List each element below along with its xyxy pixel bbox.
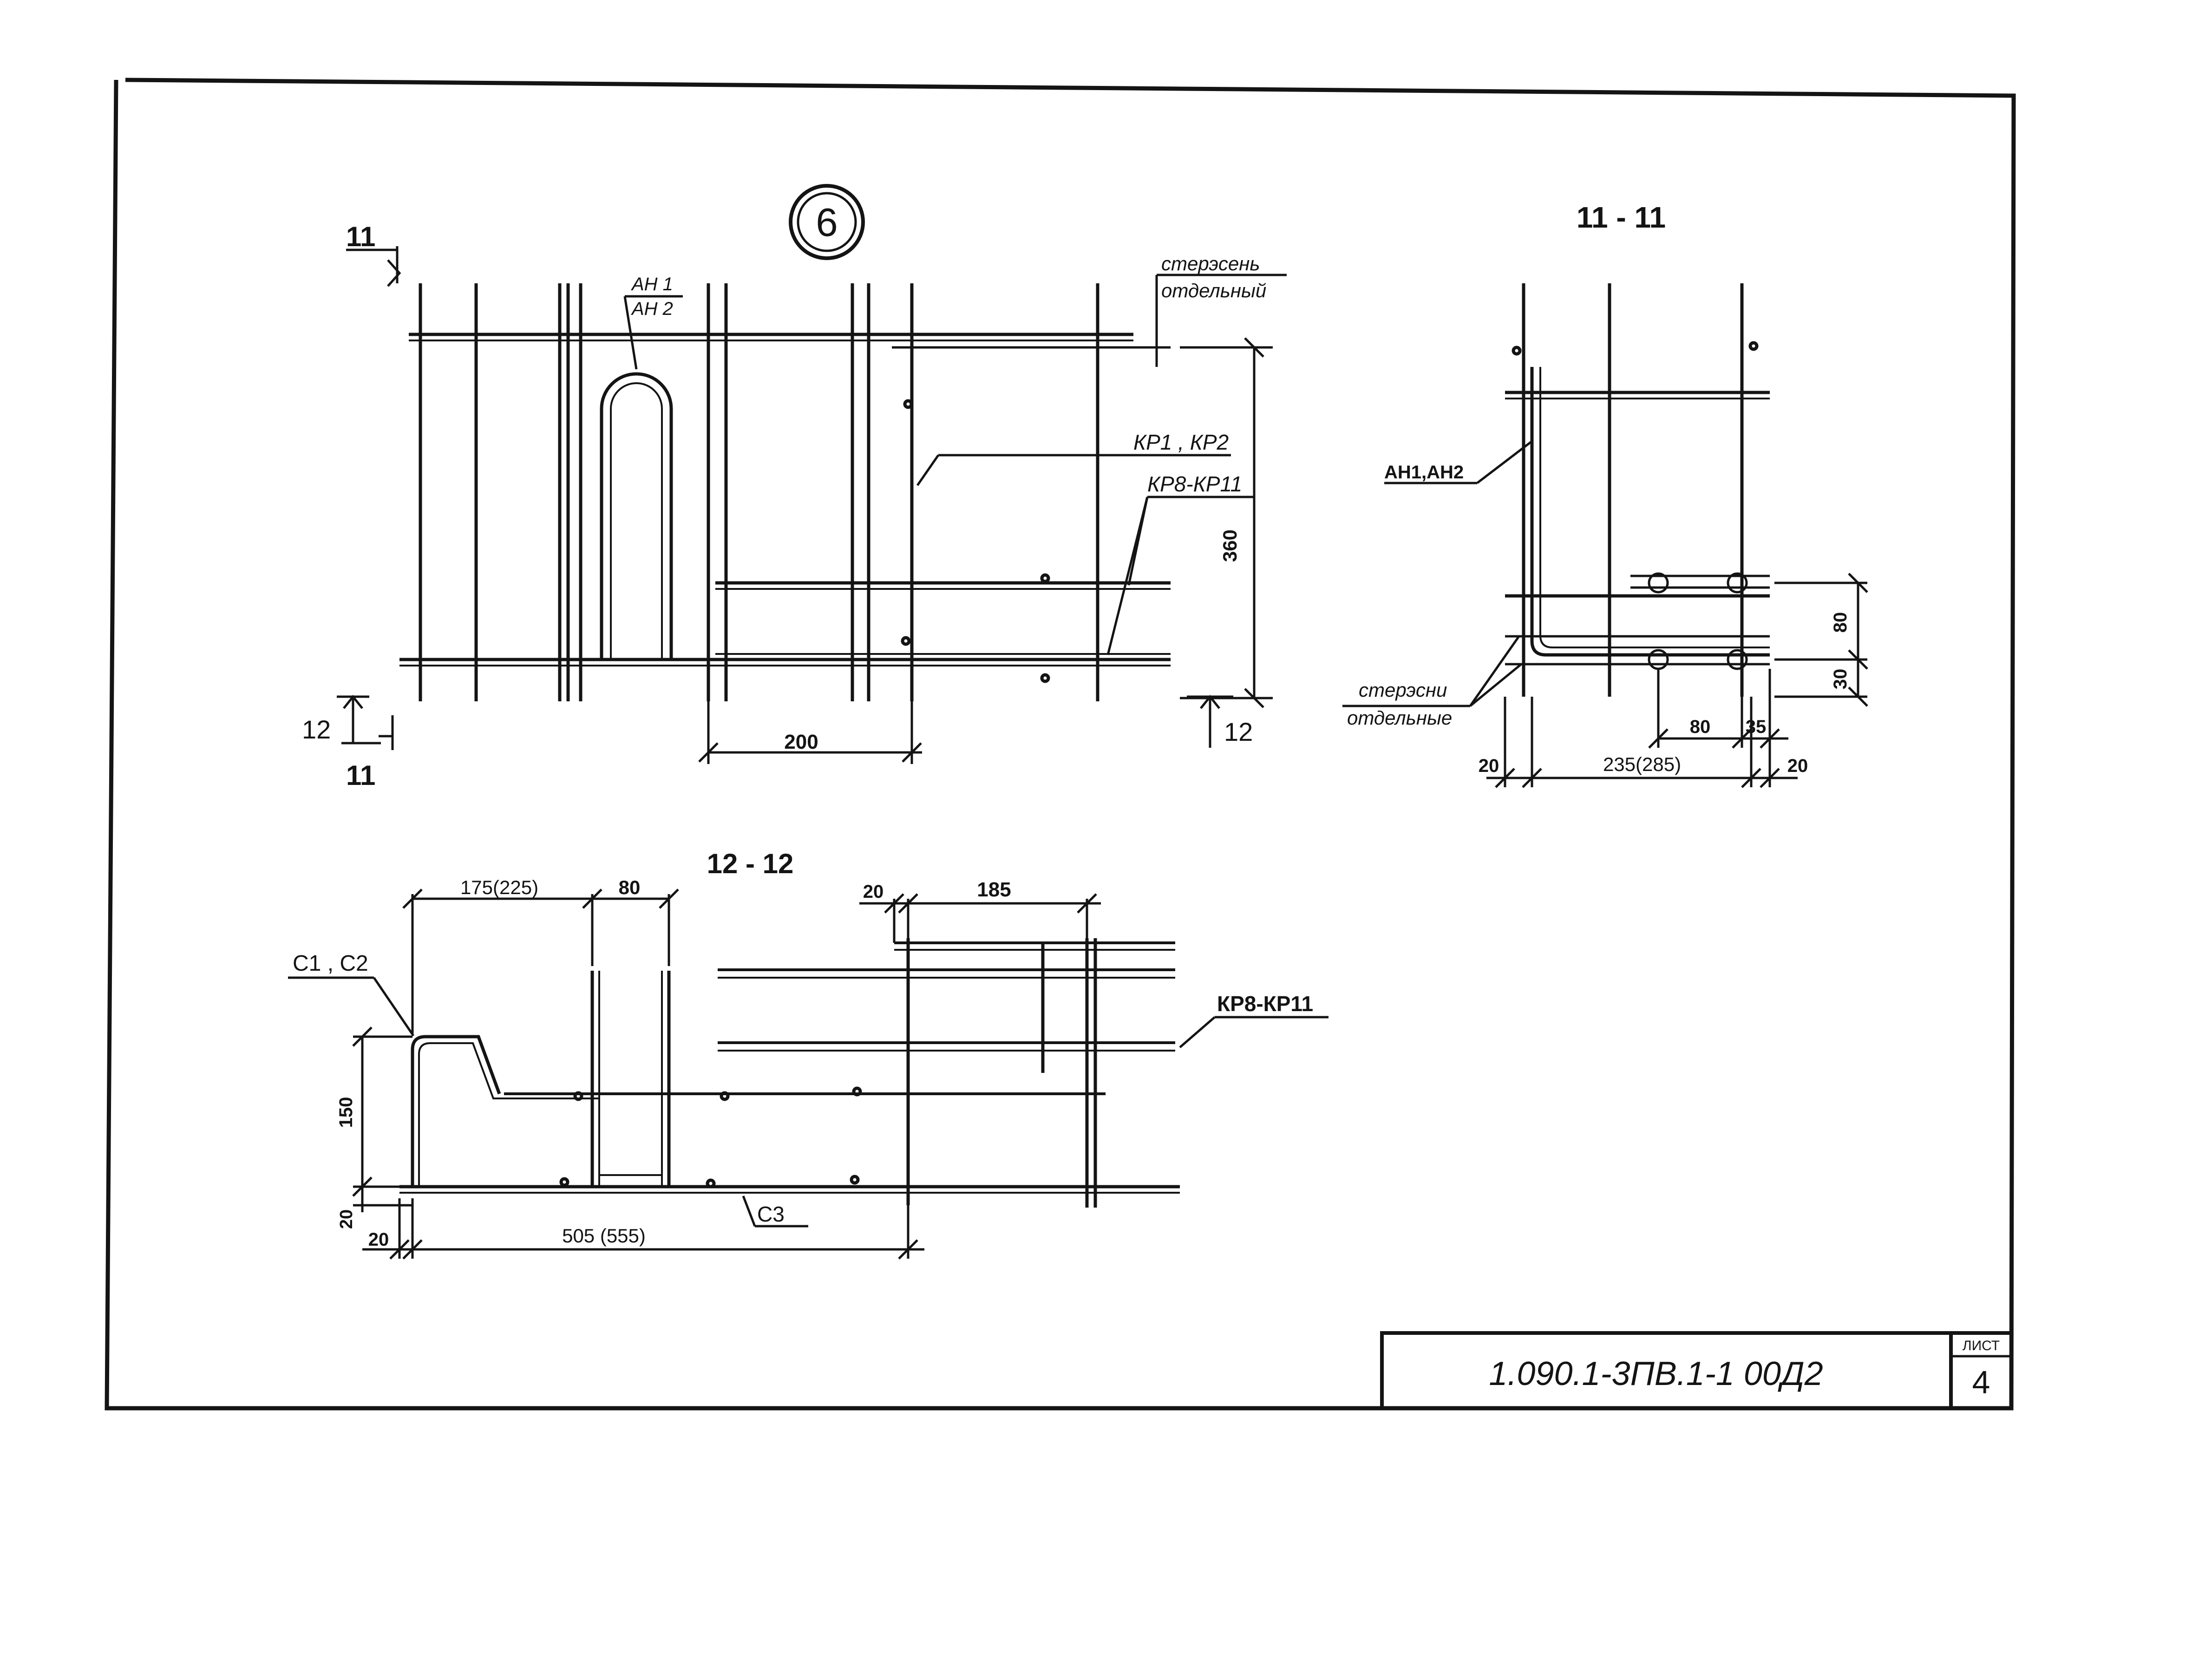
label-otdelny: отдельный	[1161, 280, 1266, 301]
label-sterzhni: стерэсни	[1359, 679, 1447, 701]
dim-185: 185	[977, 878, 1011, 901]
cut-12-right: 12	[1224, 717, 1253, 746]
label-ah2: AH 2	[631, 299, 673, 319]
cut-11-top: 11	[346, 221, 375, 252]
label-sterzhen: стерэсень	[1161, 253, 1260, 274]
dim-80-horizontal: 80	[1690, 717, 1711, 737]
dim-235-285: 235(285)	[1603, 753, 1681, 775]
drawing-code: 1.090.1-3ПВ.1-1 00Д2	[1489, 1355, 1823, 1392]
cut-12-left: 12	[302, 715, 331, 744]
view-b-labels: 6 AH 1 AH 2 стерэсень отдельный КР1 , КР…	[302, 201, 1266, 791]
dim-30: 30	[1830, 669, 1851, 690]
dim-20-vertical: 20	[337, 1209, 356, 1229]
section-12-annotations	[288, 889, 1329, 1260]
section-11-labels: 11 - 11 АН1,АН2 стерэсни отдельные 80 30…	[1347, 201, 1851, 776]
cut-11-bottom: 11	[346, 760, 375, 791]
dim-20-right: 20	[1787, 756, 1808, 776]
dim-20-left: 20	[1479, 756, 1499, 776]
dim-200: 200	[784, 731, 818, 753]
label-kp8-kp11-view: КР8-КР11	[1147, 472, 1242, 496]
dim-20-horizontal: 20	[368, 1229, 389, 1250]
dim-80-top: 80	[619, 876, 641, 898]
section-11-drawing	[1505, 283, 1770, 697]
view-b-annotations	[337, 184, 1287, 764]
label-c1-c2: С1 , С2	[293, 951, 368, 976]
dim-35: 35	[1746, 717, 1767, 737]
label-otdelnye: отдельные	[1347, 707, 1452, 729]
dim-505-555: 505 (555)	[562, 1225, 646, 1247]
view-b-drawing	[399, 283, 1171, 701]
title-block	[1380, 1331, 2011, 1408]
sheet-label: ЛИСТ	[1963, 1338, 2000, 1353]
section-12-labels: 12 - 12 175(225) 80 20 185 С1 , С2 КР8-К…	[293, 848, 1313, 1250]
dim-20-top: 20	[863, 882, 884, 902]
label-c3: С3	[757, 1202, 785, 1226]
label-ah1-ah2: АН1,АН2	[1384, 462, 1464, 483]
label-kp8-kp11-section: КР8-КР11	[1217, 992, 1313, 1016]
label-kp1-kp2: КР1 , КР2	[1133, 430, 1229, 454]
dim-175-225: 175(225)	[460, 876, 538, 898]
dim-150: 150	[336, 1097, 356, 1128]
label-ah1: AH 1	[631, 274, 673, 294]
sheet-number: 4	[1972, 1364, 1990, 1400]
dim-80-vertical: 80	[1830, 612, 1851, 633]
section-12-drawing	[399, 938, 1180, 1208]
section-12-title: 12 - 12	[707, 848, 794, 879]
view-b-marker: 6	[816, 201, 838, 245]
dim-360: 360	[1219, 529, 1241, 562]
section-11-title: 11 - 11	[1577, 201, 1666, 234]
sheet-frame	[105, 78, 2016, 1411]
section-11-annotations	[1342, 440, 1868, 788]
